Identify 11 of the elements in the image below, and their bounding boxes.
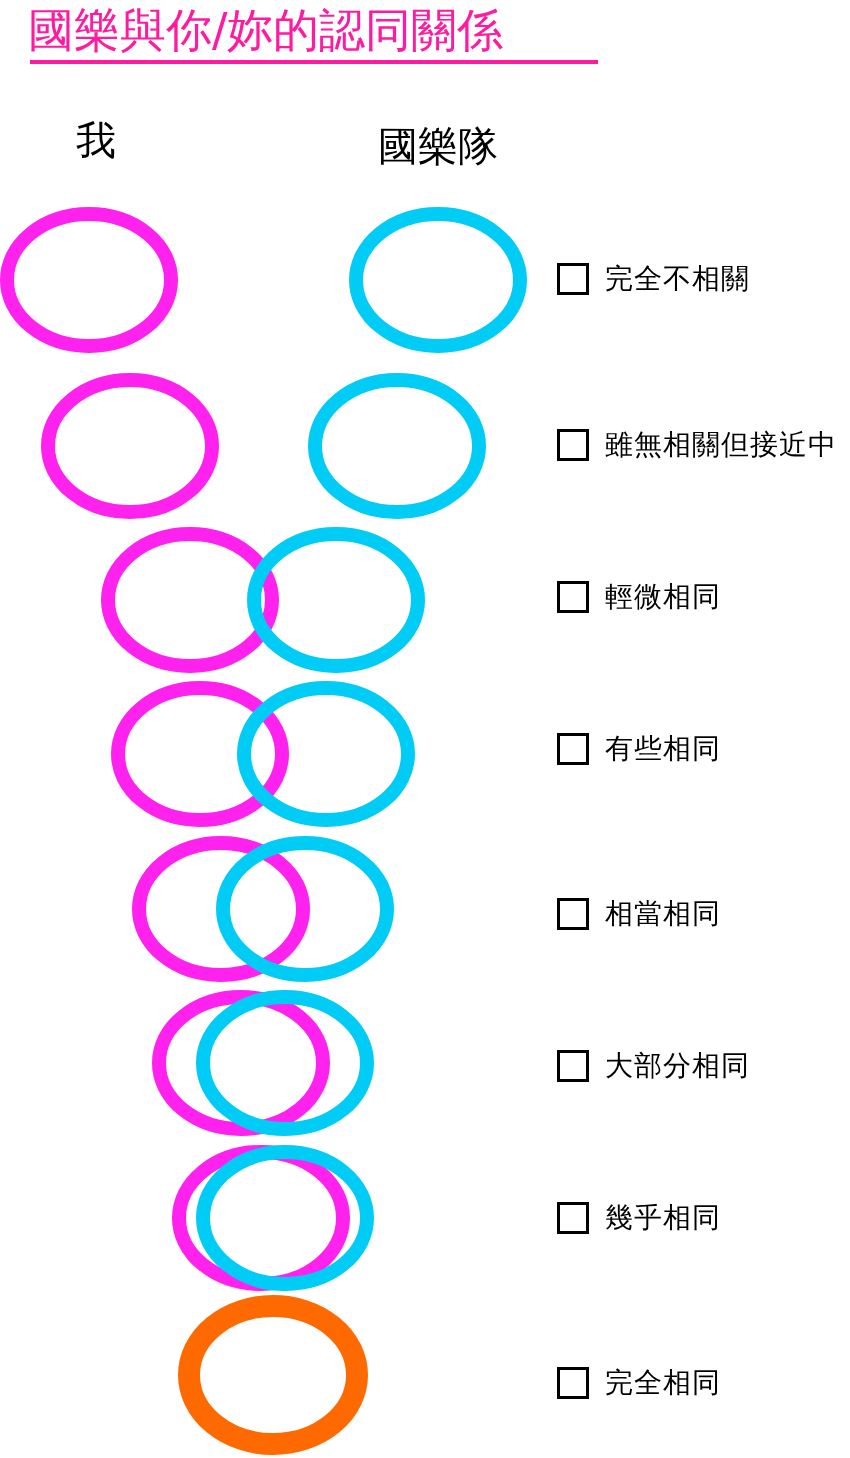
option-label: 幾乎相同 [605,1201,721,1235]
option-label: 雖無相關但接近中 [605,428,837,462]
option-label: 完全不相關 [605,262,750,296]
option-label: 大部分相同 [605,1049,750,1083]
column-heading: 國樂隊 [378,122,498,170]
column-heading: 我 [76,116,116,164]
title: 國樂與你/妳的認同關係 [28,2,504,58]
option-label: 相當相同 [605,897,721,931]
option-label: 輕微相同 [605,580,721,614]
option-label: 完全相同 [605,1366,721,1400]
option-label: 有些相同 [605,732,721,766]
